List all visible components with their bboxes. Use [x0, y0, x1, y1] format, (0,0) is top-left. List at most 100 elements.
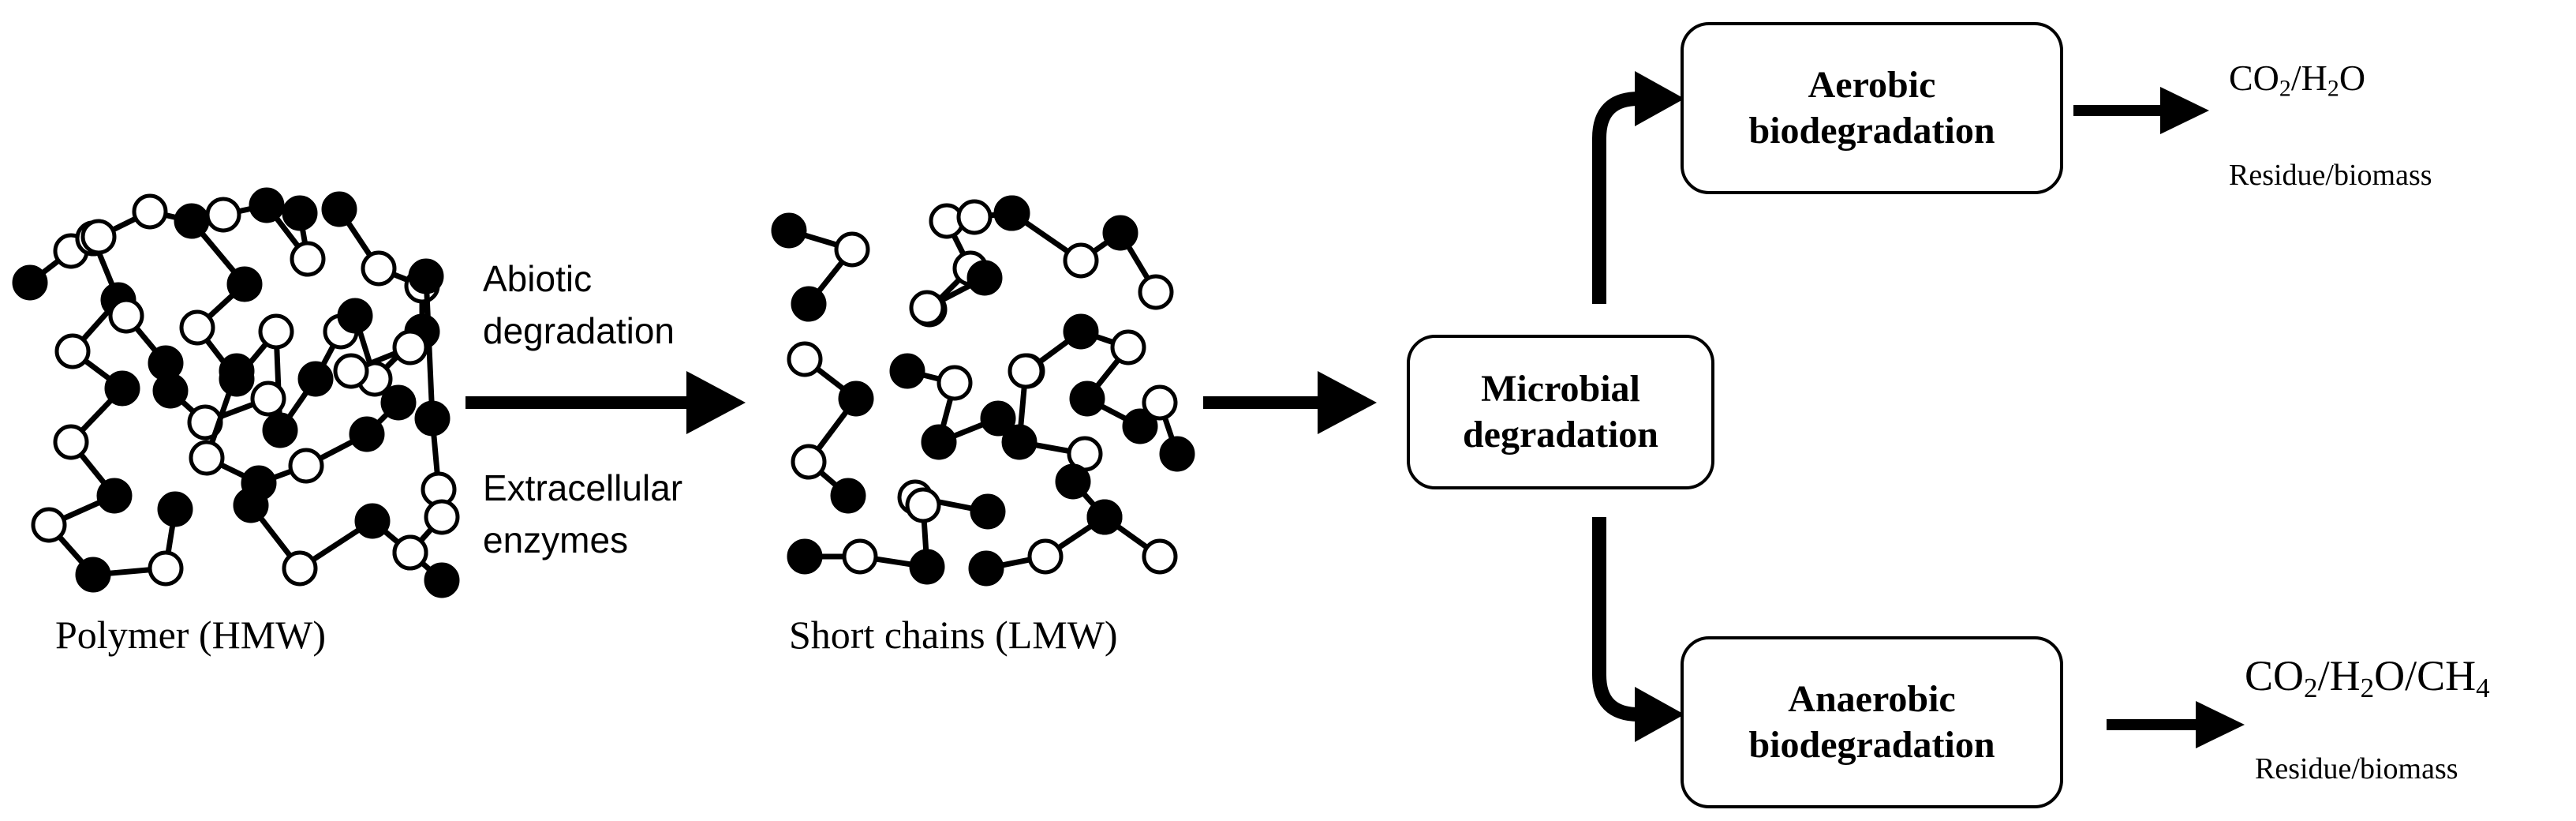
filled-bead	[966, 260, 1003, 296]
chain-bond	[46, 237, 178, 578]
extracellular-enzymes-label: Extracellular enzymes	[483, 462, 682, 566]
open-bead	[1063, 242, 1099, 279]
filled-bead	[771, 212, 807, 249]
open-bead	[392, 329, 428, 366]
open-bead	[258, 313, 294, 350]
filled-bead	[282, 195, 318, 231]
filled-bead	[424, 562, 460, 598]
open-bead	[53, 424, 89, 460]
open-bead	[250, 381, 286, 417]
chem-sub: 2	[2360, 672, 2375, 703]
filled-bead	[1063, 313, 1099, 350]
open-bead	[288, 448, 324, 484]
filled-bead	[414, 400, 451, 437]
filled-bead	[1001, 424, 1038, 460]
polymer-hmw-label: Polymer (HMW)	[55, 613, 326, 657]
chem-h: /H	[2317, 652, 2361, 699]
arrow-anaerobic-to-products	[2107, 701, 2245, 748]
aerobic-products: CO2/H2O	[2229, 57, 2365, 102]
chem-co: CO	[2245, 652, 2305, 699]
chain-bond	[1011, 211, 1159, 294]
open-bead	[290, 241, 326, 277]
open-bead	[1138, 274, 1174, 310]
filled-bead	[75, 557, 111, 593]
filled-bead	[1086, 499, 1123, 535]
filled-bead	[909, 549, 945, 585]
open-bead	[54, 333, 91, 369]
arrow-polymer-to-short-chains	[465, 371, 746, 434]
arrow-microbial-to-anaerobic	[1592, 517, 1684, 742]
chem-sub: 4	[2476, 672, 2490, 703]
filled-bead	[970, 493, 1006, 530]
filled-bead	[980, 400, 1016, 437]
open-bead	[1142, 538, 1178, 575]
open-bead	[148, 550, 184, 587]
open-bead	[424, 499, 460, 535]
filled-bead	[889, 353, 925, 389]
open-bead	[108, 298, 144, 334]
anaerobic-line-2: biodegradation	[1748, 724, 1995, 766]
open-bead	[842, 538, 878, 575]
chem-co: CO	[2229, 58, 2279, 98]
arrow-aerobic-to-products	[2073, 87, 2209, 134]
open-bead	[333, 353, 369, 389]
filled-bead	[226, 266, 263, 302]
open-bead	[834, 231, 870, 268]
open-bead	[1008, 353, 1044, 389]
filled-bead	[262, 412, 298, 448]
open-bead	[1110, 329, 1146, 366]
chem-sub: 2	[2279, 75, 2291, 102]
open-bead	[1027, 538, 1064, 575]
chem-och: O/CH	[2374, 652, 2477, 699]
filled-bead	[1069, 381, 1105, 417]
filled-bead	[157, 491, 193, 527]
anaerobic-biodegradation-box: Anaerobic biodegradation	[1681, 636, 2063, 808]
filled-bead	[838, 381, 874, 417]
filled-bead	[148, 345, 184, 381]
abiotic-degradation-label: Abiotic degradation	[483, 253, 675, 357]
filled-bead	[408, 258, 444, 294]
open-bead	[787, 341, 823, 377]
aerobic-biodegradation-box: Aerobic biodegradation	[1681, 22, 2063, 194]
chem-h: /H	[2290, 58, 2327, 98]
filled-bead	[921, 424, 957, 460]
open-bead	[189, 440, 225, 476]
abiotic-line-2: degradation	[483, 310, 675, 351]
filled-bead	[993, 195, 1030, 231]
chain-bond	[423, 276, 442, 490]
chain-bond	[222, 202, 311, 262]
filled-bead	[1159, 436, 1195, 472]
filled-bead	[249, 187, 285, 223]
filled-bead	[1122, 408, 1158, 444]
chain-bond	[907, 368, 1000, 445]
open-bead	[31, 507, 67, 543]
filled-bead	[380, 384, 417, 421]
arrow-short-chains-to-microbial	[1203, 371, 1377, 434]
chain-bond	[802, 357, 859, 498]
chain-bond	[985, 514, 1162, 572]
filled-bead	[12, 264, 48, 301]
open-bead	[937, 365, 973, 401]
open-bead	[1142, 384, 1178, 421]
filled-bead	[174, 203, 210, 239]
filled-bead	[297, 361, 334, 397]
filled-bead	[787, 538, 823, 575]
aerobic-line-2: biodegradation	[1748, 110, 1995, 152]
open-bead	[80, 219, 117, 255]
anaerobic-residue-label: Residue/biomass	[2255, 752, 2458, 785]
open-bead	[956, 199, 993, 235]
open-bead	[909, 290, 945, 326]
chain-bond	[805, 504, 930, 570]
short-chains-lmw-label: Short chains (LMW)	[789, 613, 1118, 657]
filled-bead	[354, 503, 391, 539]
open-bead	[905, 487, 941, 523]
microbial-line-1: Microbial	[1481, 368, 1640, 410]
chem-sub: 2	[2304, 672, 2318, 703]
short-chains-network	[771, 195, 1195, 587]
filled-bead	[337, 298, 373, 334]
extracellular-line-1: Extracellular	[483, 467, 683, 508]
chain-bond	[97, 208, 344, 433]
open-bead	[392, 534, 428, 571]
